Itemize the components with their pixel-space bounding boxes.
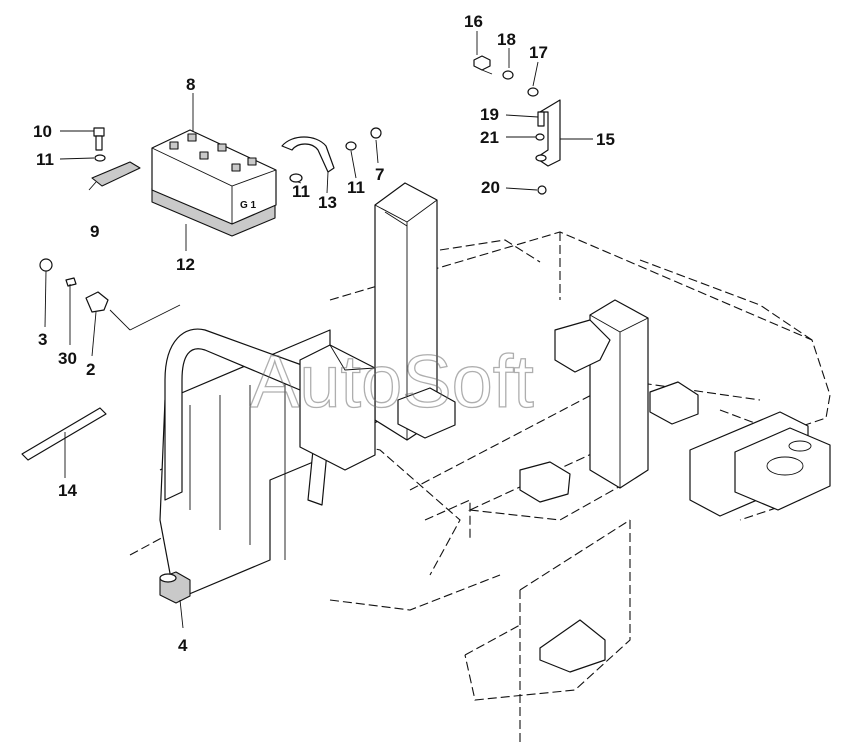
- callout-3: 3: [38, 330, 47, 349]
- callout-18: 18: [497, 30, 516, 49]
- callout-11-mid: 11: [292, 182, 310, 201]
- leader-lines: [44, 31, 593, 629]
- callout-11-right: 11: [347, 178, 365, 197]
- callout-2: 2: [86, 360, 95, 379]
- callout-16: 16: [464, 12, 483, 31]
- frame-cover-plates: [397, 319, 699, 673]
- battery-cable: [281, 127, 382, 183]
- callout-labels: 16 18 17 8 19 21 15 10 11 7 11 13 11 20 …: [33, 12, 615, 655]
- callout-20: 20: [481, 178, 500, 197]
- callout-11-left: 11: [36, 150, 54, 169]
- battery: G 1: [151, 129, 277, 237]
- callout-19: 19: [480, 105, 499, 124]
- callout-21: 21: [480, 128, 499, 147]
- callout-7: 7: [375, 165, 384, 184]
- callout-12: 12: [176, 255, 195, 274]
- watermark: AutoSoft: [250, 340, 534, 423]
- step-guard: [159, 328, 376, 601]
- callout-17: 17: [529, 43, 548, 62]
- callout-10: 10: [33, 122, 52, 141]
- battery-plate-label: G 1: [240, 200, 257, 211]
- guard-rod: [21, 407, 107, 461]
- mounting-bracket: [473, 55, 561, 195]
- switch: [159, 571, 191, 604]
- callout-8: 8: [186, 75, 195, 94]
- callout-15: 15: [596, 130, 615, 149]
- battery-terminals: [169, 133, 257, 172]
- hold-down-strap: [91, 161, 141, 187]
- callout-13: 13: [318, 193, 337, 212]
- callout-30: 30: [58, 349, 77, 368]
- hold-down-bolt: [93, 127, 106, 162]
- callout-9: 9: [90, 222, 99, 241]
- sensor-parts: [39, 258, 109, 313]
- callout-4: 4: [178, 636, 188, 655]
- callout-14: 14: [58, 481, 77, 500]
